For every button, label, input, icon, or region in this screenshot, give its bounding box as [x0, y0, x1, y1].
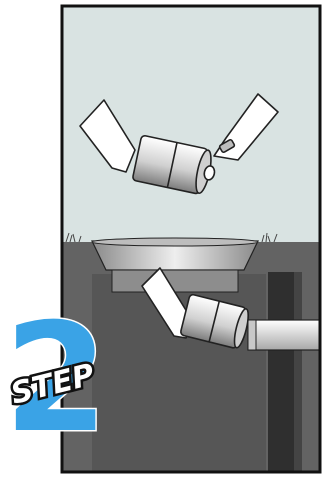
vertical-pipe [268, 272, 294, 472]
horizontal-pipe [248, 320, 320, 350]
drain-basin [92, 238, 258, 292]
step-badge: 2 STEP [4, 292, 108, 466]
